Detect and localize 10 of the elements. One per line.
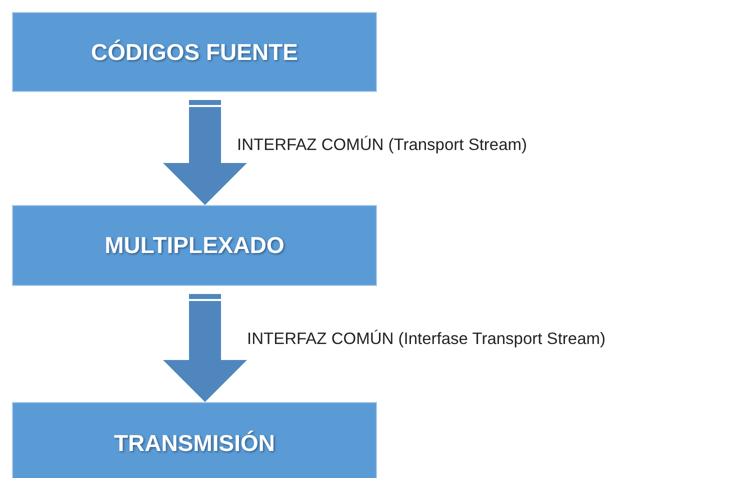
block-arrow: [163, 100, 247, 205]
edge-label: INTERFAZ COMÚN (Interfase Transport Stream): [247, 330, 606, 349]
process-box: [12, 402, 377, 478]
process-box: [12, 205, 377, 286]
process-box: [12, 12, 377, 92]
block-arrow: [163, 294, 247, 402]
edge-label: INTERFAZ COMÚN (Transport Stream): [237, 136, 527, 155]
box-label: CÓDIGOS FUENTE: [90, 38, 298, 66]
box-label: TRANSMISIÓN: [114, 430, 275, 456]
box-label: MULTIPLEXADO: [104, 232, 284, 259]
